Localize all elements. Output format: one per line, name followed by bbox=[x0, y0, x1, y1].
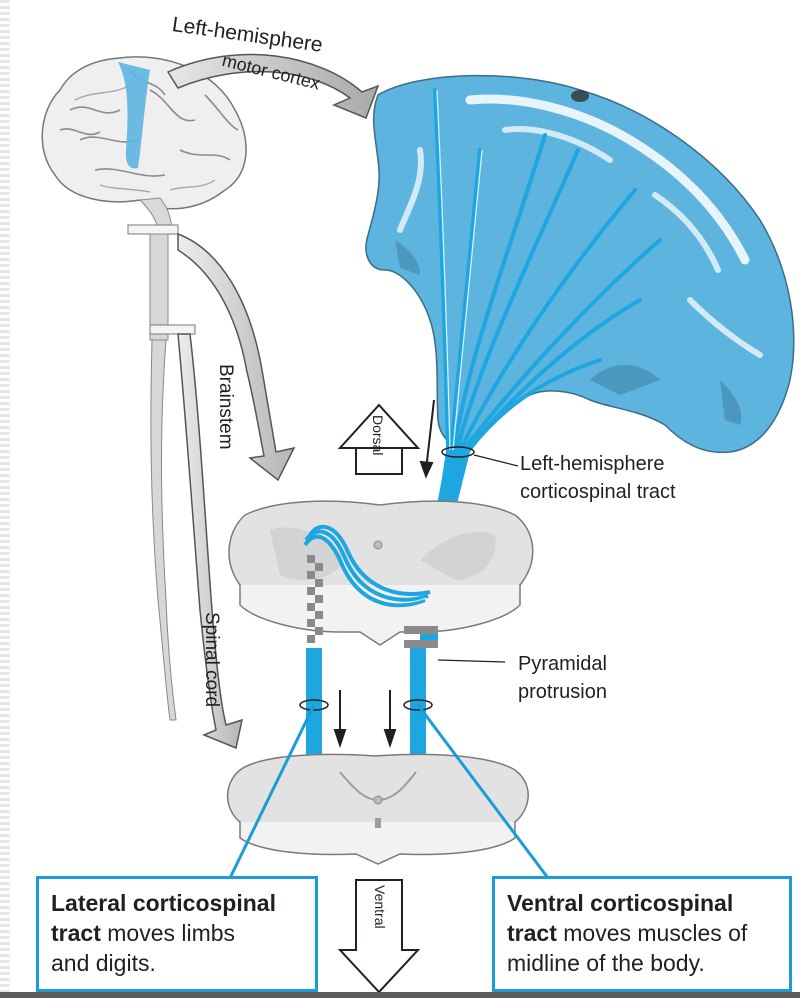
ventral-tract-callout: Ventral corticospinal tract moves muscle… bbox=[492, 876, 792, 992]
ventral-callout-line2: tract moves muscles of bbox=[507, 919, 777, 949]
pyramidal-label-line2: protrusion bbox=[518, 680, 607, 704]
upper-cord-section bbox=[229, 501, 533, 645]
lower-cord-section bbox=[228, 754, 529, 864]
brainstem-label: Brainstem bbox=[213, 364, 236, 450]
lateral-callout-line3: and digits. bbox=[51, 949, 303, 979]
motor-cortex-section bbox=[366, 76, 794, 453]
tract-label-line2: corticospinal tract bbox=[520, 480, 676, 504]
tract-label: Left-hemisphere corticospinal tract bbox=[520, 452, 676, 504]
lateral-tract-callout: Lateral corticospinal tract moves limbs … bbox=[36, 876, 318, 992]
brainstem-stalk bbox=[150, 234, 168, 340]
pyramidal-label-line1: Pyramidal bbox=[518, 652, 607, 676]
brain-illustration bbox=[42, 57, 246, 228]
bottom-edge bbox=[0, 992, 800, 998]
dorsal-label: Dorsal bbox=[369, 415, 386, 455]
ventral-label: Ventral bbox=[371, 885, 388, 929]
lateral-callout-line1: Lateral corticospinal bbox=[51, 889, 303, 919]
ventral-callout-line1: Ventral corticospinal bbox=[507, 889, 777, 919]
left-dotted-edge bbox=[0, 0, 10, 998]
lateral-callout-line2: tract moves limbs bbox=[51, 919, 303, 949]
ventral-callout-line3: midline of the body. bbox=[507, 949, 777, 979]
pyramidal-label: Pyramidal protrusion bbox=[518, 652, 607, 704]
spinal-cord-label: Spinal cord bbox=[199, 612, 222, 707]
spinal-cord-stalk bbox=[151, 340, 176, 720]
tract-label-line1: Left-hemisphere bbox=[520, 452, 676, 476]
